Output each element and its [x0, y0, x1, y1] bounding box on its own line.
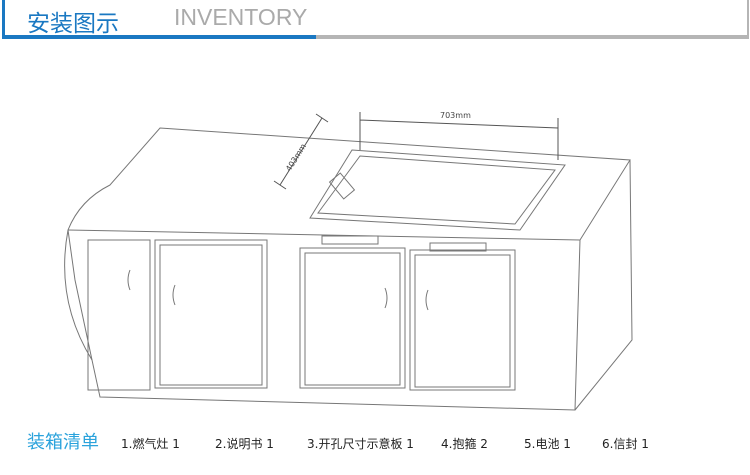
header-accent-left: [2, 0, 5, 39]
depth-dimension-label: 403mm: [284, 142, 308, 173]
sink-cutout: [309, 149, 566, 231]
section-title: 安装图示: [27, 11, 119, 37]
width-dimension-label: 703mm: [440, 111, 471, 120]
packing-list-item: 1.燃气灶 1: [121, 437, 180, 451]
packing-list-title: 装箱清单: [27, 432, 99, 453]
packing-list-item: 4.抱箍 2: [441, 437, 488, 451]
packing-list-item: 6.信封 1: [602, 437, 649, 451]
cabinet-outline: [64, 127, 633, 411]
section-subtitle: INVENTORY: [174, 4, 308, 30]
dimension-lines: [273, 112, 559, 190]
packing-list-item: 2.说明书 1: [215, 437, 274, 451]
packing-list: 装箱清单 1.燃气灶 1 2.说明书 1 3.开孔尺寸示意板 1 4.抱箍 2 …: [27, 428, 649, 454]
header-accent-right: [747, 0, 749, 39]
cabinet-doors: [87, 235, 516, 391]
header-underline-gray: [316, 35, 749, 39]
header-underline-blue: [2, 35, 316, 39]
packing-list-item: 5.电池 1: [524, 437, 571, 451]
packing-list-item: 3.开孔尺寸示意板 1: [307, 437, 414, 451]
